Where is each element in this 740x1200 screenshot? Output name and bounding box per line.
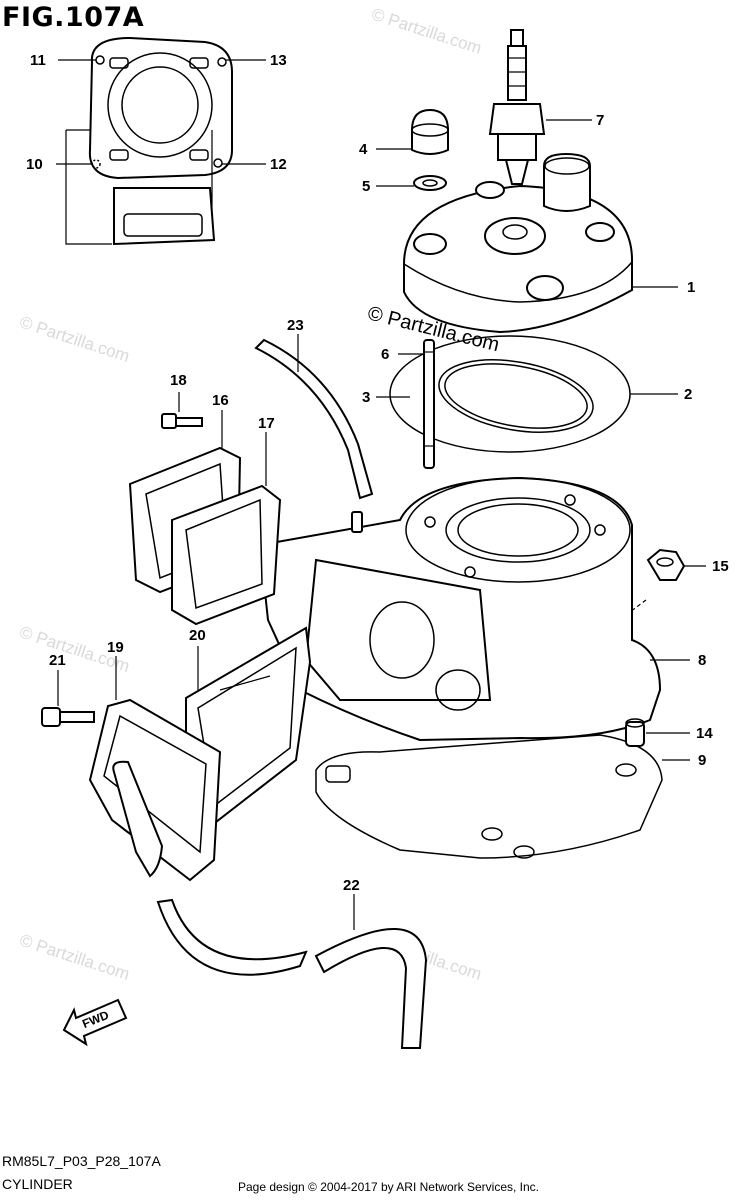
leader-lines: [56, 59, 706, 930]
copyright-credit: Page design © 2004-2017 by ARI Network S…: [238, 1180, 540, 1194]
bolt-18: [161, 413, 203, 429]
callout-9: 9: [698, 752, 706, 769]
callout-18: 18: [170, 372, 187, 389]
stud-bolt: [423, 339, 435, 469]
callout-16: 16: [212, 392, 229, 409]
fwd-arrow: FWD: [62, 998, 128, 1047]
reed-gasket-b: [171, 484, 282, 626]
callout-3: 3: [362, 389, 370, 406]
callout-14: 14: [696, 725, 713, 742]
dowel-pin: [625, 718, 645, 747]
cylinder-head: [403, 152, 633, 334]
callout-19: 19: [107, 639, 124, 656]
gasket-detail: [65, 36, 233, 246]
callout-1: 1: [687, 279, 695, 296]
callout-20: 20: [189, 627, 206, 644]
callout-12: 12: [270, 156, 287, 173]
washer: [413, 175, 447, 191]
nut: [646, 548, 686, 581]
callout-2: 2: [684, 386, 692, 403]
bolt-21: [41, 707, 95, 727]
base-gasket: [315, 734, 663, 859]
spark-plug: [488, 29, 546, 185]
callout-4: 4: [359, 141, 368, 158]
valve-cover: [88, 698, 222, 882]
callout-11: 11: [30, 52, 46, 69]
callout-10: 10: [26, 156, 43, 173]
callout-15: 15: [712, 558, 729, 575]
cylinder: [258, 476, 662, 742]
callout-7: 7: [596, 112, 604, 129]
drain-hose: [156, 898, 308, 976]
callout-6: 6: [381, 346, 389, 363]
callouts: 1 2 3 4 5 6 7 8 9 10 11 12 13 14 15 16 1…: [26, 52, 729, 894]
breather-hose: [254, 338, 374, 500]
diagram-caption: CYLINDER: [2, 1176, 73, 1192]
callout-21: 21: [49, 652, 66, 669]
callout-13: 13: [270, 52, 287, 69]
callout-5: 5: [362, 178, 370, 195]
callout-8: 8: [698, 652, 706, 669]
o-ring-inner: [438, 359, 594, 433]
callout-17: 17: [258, 415, 275, 432]
diagram-code: RM85L7_P03_P28_107A: [2, 1153, 161, 1169]
callout-23: 23: [287, 317, 304, 334]
callout-22: 22: [343, 877, 360, 894]
cap-nut: [411, 108, 449, 155]
figure-title: FIG.107A: [2, 2, 145, 33]
